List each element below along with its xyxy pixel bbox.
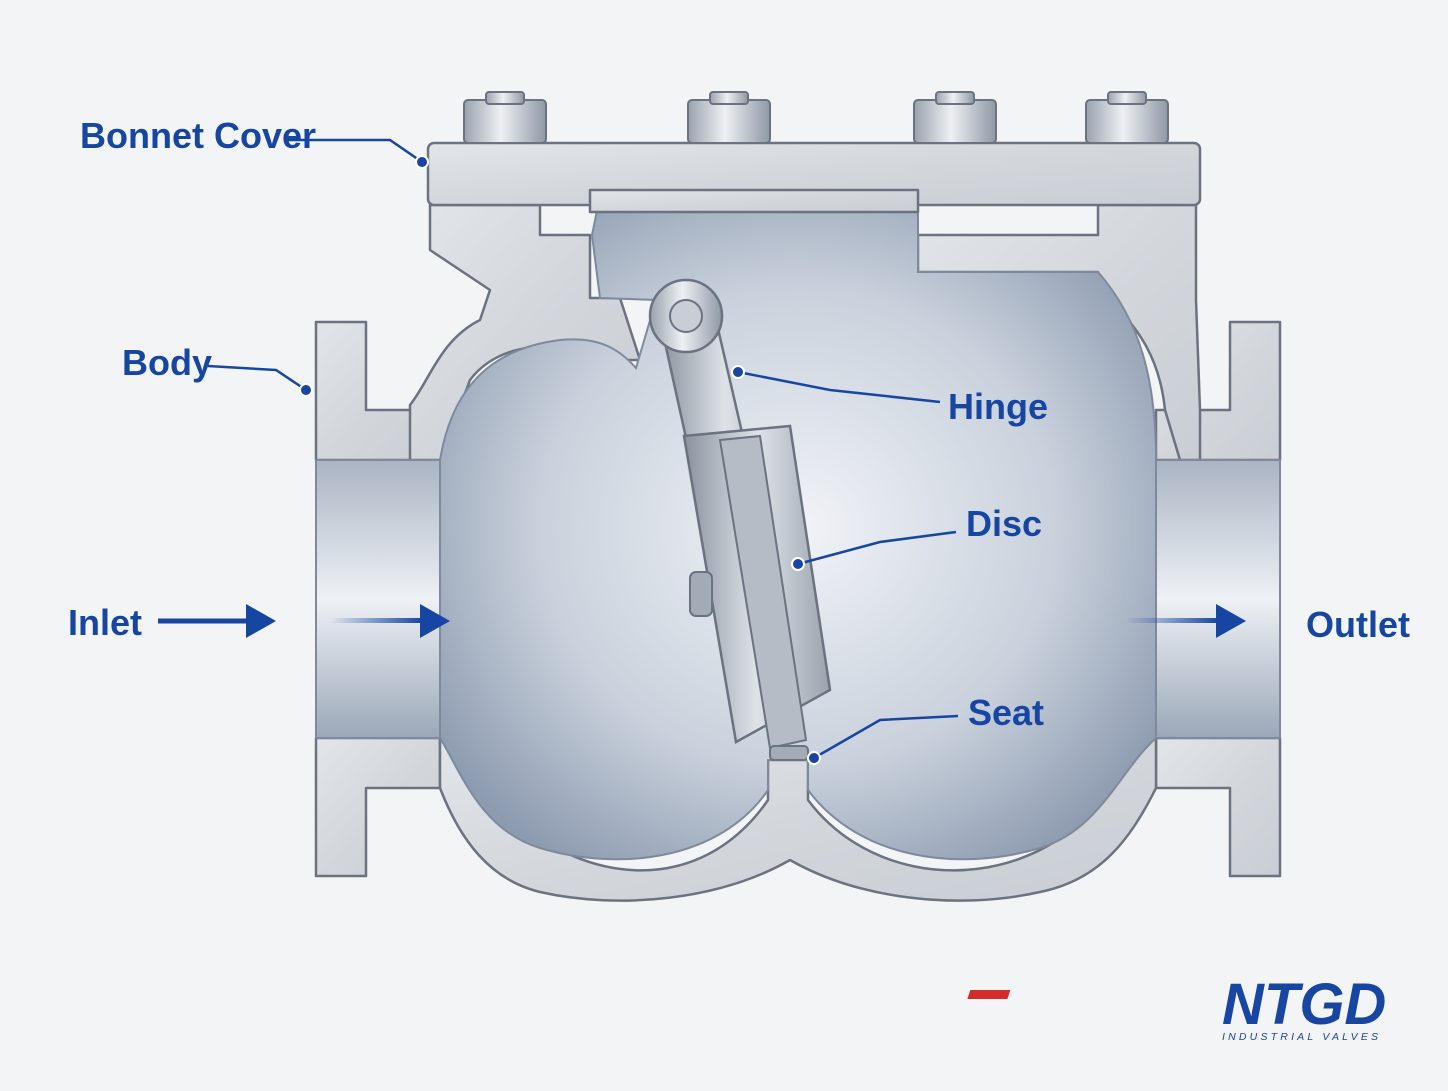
label-seat: Seat (968, 692, 1044, 733)
label-hinge: Hinge (948, 386, 1048, 427)
brand-tagline: INDUSTRIAL VALVES (1222, 1031, 1381, 1043)
inlet-arrow-icon (158, 604, 276, 638)
label-outlet: Outlet (1306, 604, 1410, 645)
flow-arrows (158, 604, 1246, 638)
disc-assembly (682, 424, 832, 750)
label-bonnet-cover: Bonnet Cover (80, 115, 316, 156)
inner-inlet-arrow-icon (330, 604, 450, 638)
inner-outlet-arrow-icon (1126, 604, 1246, 638)
callout-leaders (207, 138, 959, 765)
bolt-3 (913, 91, 997, 144)
bolt-1 (463, 91, 547, 144)
label-body: Body (122, 342, 212, 383)
brand-name: NTGD (1222, 972, 1386, 1037)
ntgd-logo: NTGD INDUSTRIAL VALVES (967, 972, 1386, 1043)
bonnet-cover (426, 141, 1202, 214)
label-disc: Disc (966, 503, 1042, 544)
label-inlet: Inlet (68, 602, 142, 643)
bonnet-bolts (463, 91, 1169, 144)
bolt-2 (687, 91, 771, 144)
seat-ring (769, 745, 809, 761)
bolt-4 (1085, 91, 1169, 144)
